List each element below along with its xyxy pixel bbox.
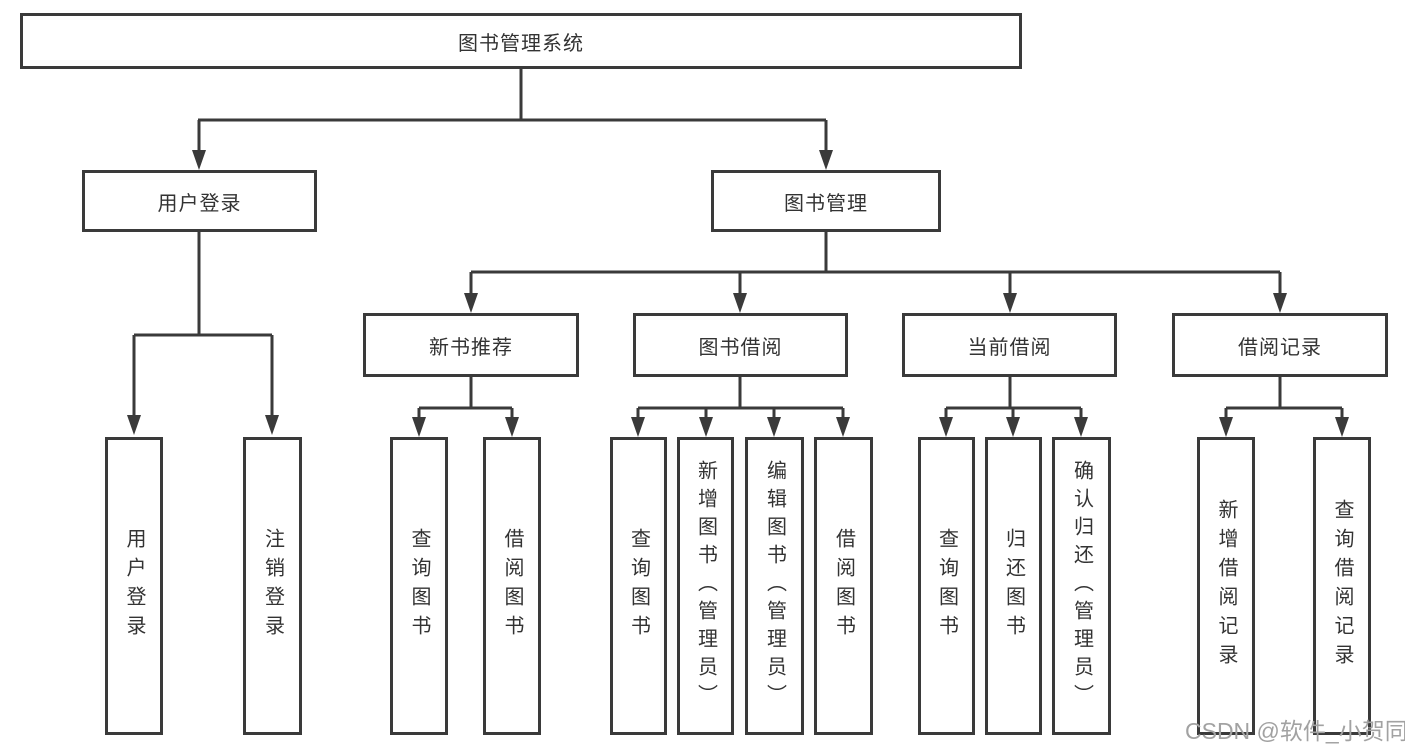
node-library-management-system: 图书管理系统 — [20, 13, 1022, 69]
node-label: 图书借阅 — [698, 336, 783, 359]
leaf-query-borrow-record: 查询借阅记录 — [1313, 437, 1371, 735]
leaf-label: 借阅图书 — [501, 528, 523, 644]
leaf-add-book-admin: 新增图书（管理员） — [677, 437, 734, 735]
leaf-query-books-borrowing: 查询图书 — [610, 437, 667, 735]
leaf-label: 确认归还（管理员） — [1070, 460, 1093, 712]
node-new-book-recommend: 新书推荐 — [363, 313, 579, 377]
leaf-label: 归还图书 — [1002, 528, 1025, 644]
leaf-add-borrow-record: 新增借阅记录 — [1197, 437, 1255, 735]
node-borrowing-records: 借阅记录 — [1172, 313, 1388, 377]
leaf-label: 查询图书 — [935, 528, 958, 644]
leaf-query-books-recommend: 查询图书 — [390, 437, 448, 735]
node-label: 借阅记录 — [1238, 336, 1322, 359]
node-label: 图书管理 — [784, 192, 868, 215]
leaf-borrow-books-borrowing: 借阅图书 — [814, 437, 873, 735]
leaf-confirm-return-admin: 确认归还（管理员） — [1052, 437, 1111, 735]
csdn-watermark: CSDN @软件_小贺同学 — [1185, 718, 1405, 744]
node-book-management: 图书管理 — [711, 170, 941, 232]
leaf-label: 查询图书 — [408, 528, 430, 644]
node-user-login: 用户登录 — [82, 170, 317, 232]
leaf-label: 查询借阅记录 — [1331, 499, 1353, 673]
leaf-edit-book-admin: 编辑图书（管理员） — [745, 437, 804, 735]
leaf-borrow-books-recommend: 借阅图书 — [483, 437, 541, 735]
leaf-user-login: 用户登录 — [105, 437, 163, 735]
leaf-query-books-current: 查询图书 — [918, 437, 975, 735]
leaf-return-book: 归还图书 — [985, 437, 1042, 735]
leaf-label: 编辑图书（管理员） — [763, 460, 786, 712]
node-label: 当前借阅 — [967, 336, 1052, 359]
leaf-label: 注销登录 — [261, 528, 284, 644]
leaf-label: 借阅图书 — [832, 528, 855, 644]
node-label: 图书管理系统 — [458, 32, 584, 55]
leaf-label: 用户登录 — [123, 528, 145, 644]
node-book-borrowing: 图书借阅 — [633, 313, 848, 377]
node-label: 用户登录 — [157, 192, 242, 215]
leaf-logout: 注销登录 — [243, 437, 302, 735]
node-label: 新书推荐 — [429, 336, 513, 359]
leaf-label: 新增图书（管理员） — [694, 460, 717, 712]
node-current-borrowing: 当前借阅 — [902, 313, 1117, 377]
leaf-label: 新增借阅记录 — [1215, 499, 1237, 673]
leaf-label: 查询图书 — [627, 528, 650, 644]
